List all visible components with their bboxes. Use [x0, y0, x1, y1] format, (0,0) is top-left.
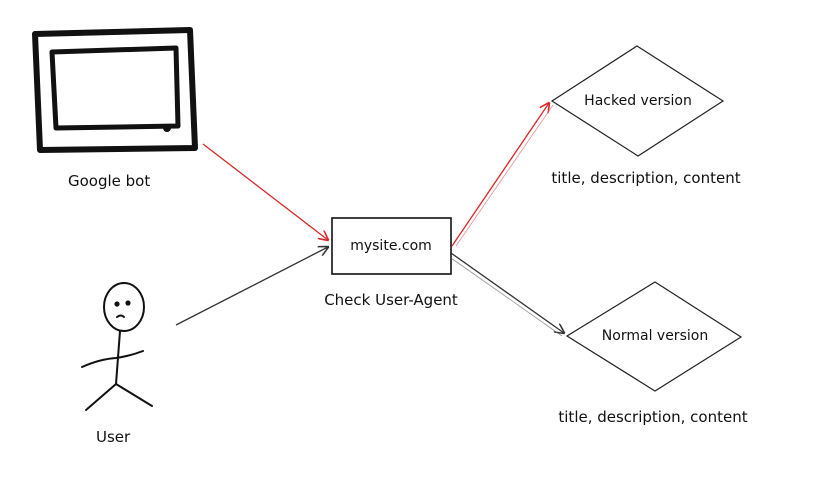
user-label: User [96, 428, 131, 446]
normal-caption: title, description, content [558, 408, 748, 426]
google-bot-label: Google bot [68, 172, 151, 190]
normal-label: Normal version [601, 328, 709, 344]
hacked-diamond [550, 45, 725, 157]
monitor-icon [32, 27, 198, 153]
hacked-caption: title, description, content [551, 169, 741, 187]
edge-site-to-hacked [451, 103, 554, 247]
hacked-label: Hacked version [584, 93, 692, 109]
stick-figure-icon [81, 282, 153, 411]
edge-site-to-normal [450, 252, 564, 337]
site-box [331, 217, 452, 275]
site-caption: Check User-Agent [324, 291, 458, 309]
normal-diamond [565, 281, 743, 392]
edge-google-to-site [202, 143, 328, 240]
site-label: mysite.com [350, 238, 432, 254]
edge-user-to-site [175, 247, 328, 326]
